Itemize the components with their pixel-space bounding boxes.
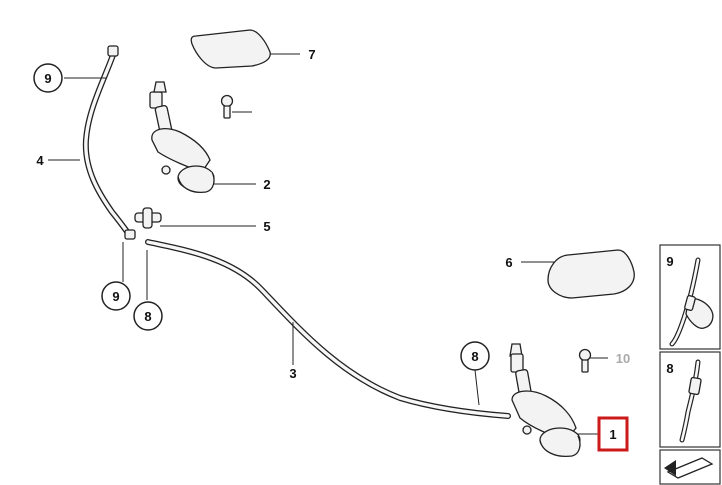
svg-text:3: 3 [289,366,296,381]
svg-text:7: 7 [308,47,315,62]
screw-upper[interactable] [220,94,234,119]
svg-text:9: 9 [666,254,673,269]
svg-text:8: 8 [471,349,478,364]
callout-10[interactable]: 10 [616,351,630,366]
svg-text:8: 8 [666,361,673,376]
callout-3[interactable]: 3 [289,366,296,381]
callout-5[interactable]: 5 [263,219,270,234]
svg-text:2: 2 [263,177,270,192]
callout-1-highlighted[interactable]: 1 [597,416,629,452]
callout-4[interactable]: 4 [36,153,44,168]
svg-text:5: 5 [263,219,270,234]
cover-cap-right[interactable] [547,249,635,299]
hose-end-top [107,45,119,57]
washer-jet-lower[interactable] [509,343,581,458]
hose-clip-icon [669,257,714,347]
callout-8-mid[interactable]: 8 [133,301,163,331]
page-footer-icon [659,449,721,485]
hose-4[interactable] [82,52,133,239]
callout-9-top[interactable]: 9 [33,63,63,93]
svg-text:6: 6 [505,255,512,270]
svg-text:9: 9 [112,289,119,304]
screw-lower[interactable] [578,348,592,373]
callout-6[interactable]: 6 [505,255,512,270]
side-panel-8[interactable]: 8 [659,351,721,448]
callout-7[interactable]: 7 [308,47,315,62]
callout-2[interactable]: 2 [263,177,270,192]
t-connector-part[interactable] [134,207,162,229]
side-panel-9[interactable]: 9 [659,244,721,350]
cover-cap-top[interactable] [190,29,271,69]
washer-jet-upper[interactable] [149,81,215,194]
svg-text:8: 8 [144,309,151,324]
svg-text:4: 4 [36,153,44,168]
callout-8-low[interactable]: 8 [460,341,490,371]
hose-end-mid [124,229,136,240]
callout-9-mid[interactable]: 9 [101,281,131,311]
svg-text:1: 1 [609,427,616,442]
svg-text:9: 9 [44,71,51,86]
hose-connector-icon [679,359,702,443]
svg-text:10: 10 [616,351,630,366]
leader-lines [48,53,608,435]
hose-3[interactable] [145,239,511,419]
